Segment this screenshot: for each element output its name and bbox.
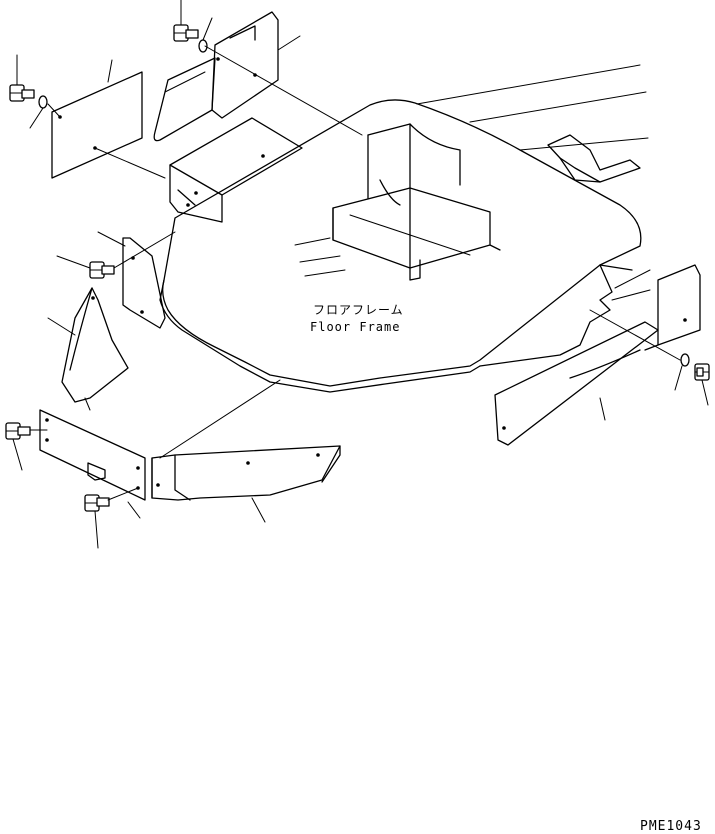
washer-right [674,353,690,391]
floor-frame-label-en: Floor Frame [310,320,400,334]
washer-top [198,17,213,53]
drawing-code: PME1043 [640,819,702,834]
bottom-duct [151,445,341,501]
bolt-left [9,54,35,102]
right-side-plate [494,264,701,446]
floor-frame-label-jp: フロアフレーム [313,303,404,317]
floor-frame [159,64,651,393]
left-bracket-box [169,117,303,223]
side-plate-small [122,237,166,329]
leader-lines [47,35,606,523]
top-cover-plate [153,11,279,142]
bolt-bottom-left [5,422,31,471]
bolt-middle-left [56,255,115,279]
bottom-left-plate [39,409,146,501]
bolt-top [173,0,199,42]
washer-left [29,95,48,129]
left-cover-plate [51,71,166,179]
left-duct [61,287,129,403]
bolt-bottom-center [84,494,110,549]
bolt-right [694,363,710,406]
assembly-lines [29,45,681,501]
frame-center-box [332,123,501,281]
